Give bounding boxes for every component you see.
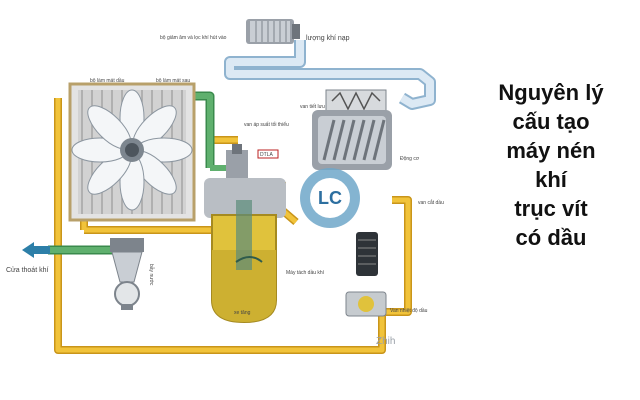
title-line: có dầu <box>515 225 587 250</box>
intake-filter-note: bộ giảm âm và lọc khí hút vào <box>160 35 227 41</box>
valve-tag <box>257 149 279 159</box>
fan-icon <box>71 89 193 211</box>
separator-label: Máy tách dầu khí <box>286 270 325 276</box>
title-block: Nguyên lý cấu tạo máy nén khí trục vít c… <box>466 78 636 252</box>
after-cooler-label: bộ làm mát sau <box>156 78 190 84</box>
watermark: Zhih <box>376 336 395 347</box>
intake-valve <box>325 89 387 113</box>
title-line: khí <box>535 167 567 192</box>
outlet-label: Cửa thoát khí <box>6 266 48 274</box>
outlet-arrow-icon <box>22 242 50 258</box>
intake-air-label: lượng khí nạp <box>306 35 350 42</box>
motor-label: Động cơ <box>400 156 420 162</box>
title-line: trục vít <box>514 196 588 221</box>
min-pressure-valve-label: van áp suất tối thiểu <box>244 121 289 128</box>
intake-filter <box>246 19 300 44</box>
separator-tank <box>204 144 286 324</box>
intake-valve-label: van tiết lưu <box>300 104 325 110</box>
water-trap-label: bẫy nước <box>148 264 155 286</box>
title-line: máy nén <box>506 138 596 163</box>
title-line: Nguyên lý <box>498 80 604 105</box>
thermostat-valve-label: Van nhiệt độ dầu <box>390 308 428 314</box>
oil-stop-valve-label: van cắt dầu <box>418 199 444 206</box>
intake-pipe <box>224 40 436 110</box>
water-trap <box>110 238 144 310</box>
title-line: cấu tạo <box>512 109 590 134</box>
oil-cooler-label: bộ làm mát dầu <box>90 78 125 84</box>
valve-tag-text: DTLA <box>260 152 273 158</box>
oil-tank-label: xe tăng <box>234 310 251 316</box>
motor-gear-icon: LC <box>300 168 360 228</box>
thermostat-valve <box>345 291 387 317</box>
air-end <box>312 110 392 170</box>
svg-text:LC: LC <box>318 188 342 208</box>
oil-filter <box>356 232 378 276</box>
